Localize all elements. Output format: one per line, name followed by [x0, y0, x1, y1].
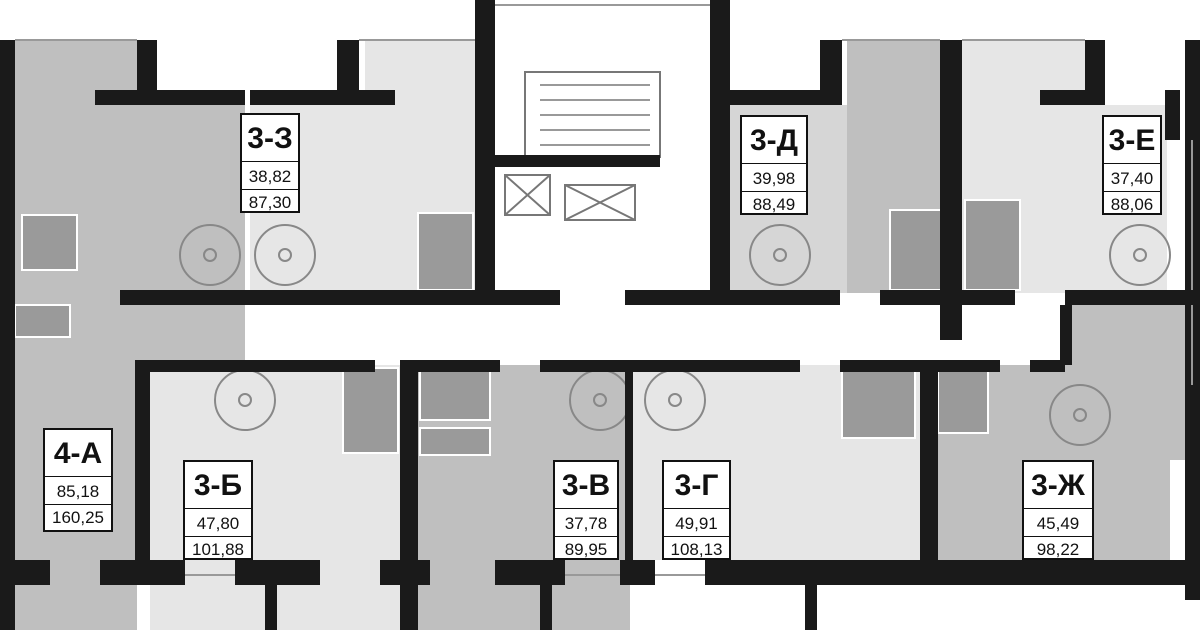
living-area: 39,98 [742, 164, 806, 192]
total-area: 160,25 [52, 508, 104, 527]
unit-label-3e[interactable]: 3-Е 37,40 88,06 [1102, 115, 1162, 215]
living-area: 49,91 [664, 509, 729, 537]
unit-label-3z[interactable]: 3-З 38,82 87,30 [240, 113, 300, 213]
unit-code: 3-В [555, 462, 617, 509]
total-area: 88,06 [1110, 195, 1154, 214]
living-area: 37,78 [555, 509, 617, 537]
unit-code: 3-З [242, 115, 298, 162]
spiral-stairs [179, 224, 1171, 446]
unit-code: 3-Г [664, 462, 729, 509]
unit-code: 3-Б [185, 462, 251, 509]
unit-code: 3-Е [1104, 117, 1160, 164]
total-area: 101,88 [192, 540, 244, 559]
living-area: 45,49 [1024, 509, 1092, 537]
elevators [504, 71, 661, 221]
total-area: 98,22 [1036, 540, 1080, 559]
unit-code: 3-Д [742, 117, 806, 164]
unit-label-4a[interactable]: 4-А 85,18 160,25 [43, 428, 113, 532]
unit-4a-bedroom[interactable] [137, 105, 245, 295]
corridor [245, 298, 1065, 360]
living-area: 47,80 [185, 509, 251, 537]
total-area: 89,95 [564, 540, 608, 559]
total-area: 108,13 [670, 540, 723, 559]
unit-label-3b[interactable]: 3-Б 47,80 101,88 [183, 460, 253, 560]
living-area: 85,18 [45, 477, 111, 505]
bathroom-tiles [14, 199, 1021, 456]
unit-label-3d[interactable]: 3-Д 39,98 88,49 [740, 115, 808, 215]
living-area: 38,82 [242, 162, 298, 190]
total-area: 87,30 [248, 193, 292, 212]
windows [15, 4, 1193, 576]
unit-code: 4-А [45, 430, 111, 477]
unit-code: 3-Ж [1024, 462, 1092, 509]
unit-label-3v[interactable]: 3-В 37,78 89,95 [553, 460, 619, 560]
living-area: 37,40 [1104, 164, 1160, 192]
total-area: 88,49 [752, 195, 796, 214]
unit-label-3g[interactable]: 3-Г 49,91 108,13 [662, 460, 731, 560]
unit-label-3zh[interactable]: 3-Ж 45,49 98,22 [1022, 460, 1094, 560]
